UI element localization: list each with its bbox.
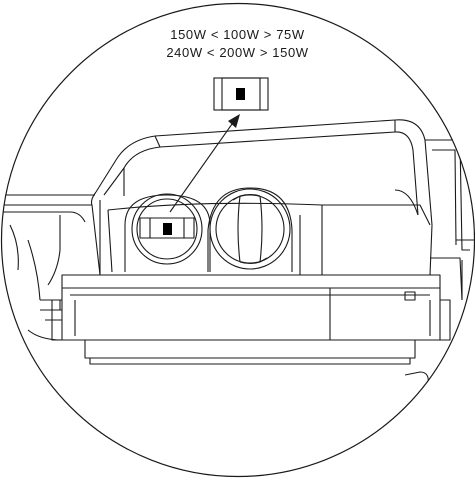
fixture-housing: [1, 109, 475, 386]
switch-indicator: [163, 223, 172, 235]
callout-arrowhead: [228, 114, 240, 128]
switch-detail-indicator: [236, 88, 245, 100]
callout-line: [169, 123, 233, 213]
wattage-setting-line-2: 240W < 200W > 150W: [166, 45, 309, 60]
switch-detail: [213, 77, 269, 111]
wattage-setting-line-1: 150W < 100W > 75W: [170, 27, 305, 42]
